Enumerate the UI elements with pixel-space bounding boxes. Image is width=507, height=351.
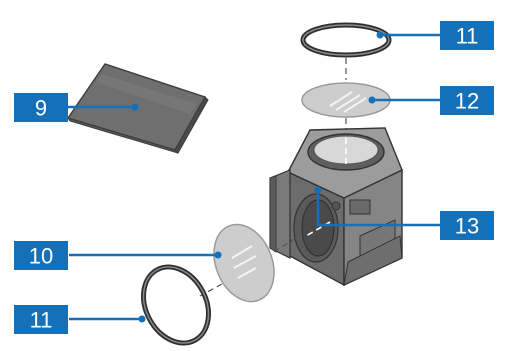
callout-13: 13 [440,211,494,240]
callout-11-top: 11 [440,21,494,50]
callout-9-label: 9 [35,96,47,121]
callout-9: 9 [14,93,68,122]
retaining-ring-top [303,25,389,55]
callout-11-side-label: 11 [30,308,53,333]
callout-13-label: 13 [455,214,479,239]
callout-10-label: 10 [29,244,53,269]
callout-11-side: 11 [14,305,68,334]
callout-12-label: 12 [455,89,479,114]
callout-11-top-label: 11 [456,24,479,49]
filter-cube-housing [270,128,402,285]
retaining-ring-side [131,256,222,351]
callout-10: 10 [14,241,68,270]
callout-12: 12 [440,86,494,115]
